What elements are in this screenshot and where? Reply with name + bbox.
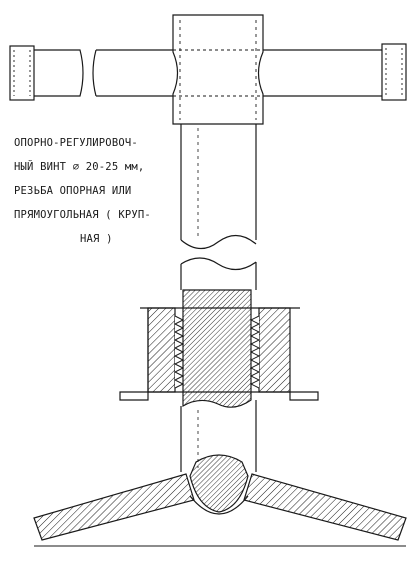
nut-housing-section: [119, 307, 319, 401]
caption-line-4: ПРЯМОУГОЛЬНАЯ ( КРУП-: [14, 209, 151, 221]
screw-head-assembly: [9, 14, 407, 125]
upper-screw-shaft: [180, 124, 257, 250]
lower-screw-shaft: [180, 257, 257, 290]
caption-line-1: ОПОРНО-РЕГУЛИРОВОЧ-: [14, 137, 138, 149]
left-base-leg: [33, 473, 195, 541]
base-ball-joint: [189, 454, 249, 515]
left-handle-bar-inner: [92, 49, 173, 97]
screw-core-section: [182, 289, 252, 408]
screw-specification-caption: ОПОРНО-РЕГУЛИРОВОЧ- НЫЙ ВИНТ ∅ 20-25 мм,…: [14, 131, 174, 251]
right-handle-bar: [263, 49, 382, 97]
left-handle-bar: [34, 49, 84, 97]
caption-line-2: НЫЙ ВИНТ ∅ 20-25 мм,: [14, 161, 145, 173]
screw-head-block: [172, 14, 264, 125]
right-base-leg: [243, 473, 407, 541]
caption-line-5: НАЯ ): [80, 233, 113, 245]
caption-line-3: РЕЗЬБА ОПОРНАЯ ИЛИ: [14, 185, 132, 197]
bottom-shaft: [180, 400, 257, 472]
right-bar-cap: [381, 43, 407, 101]
